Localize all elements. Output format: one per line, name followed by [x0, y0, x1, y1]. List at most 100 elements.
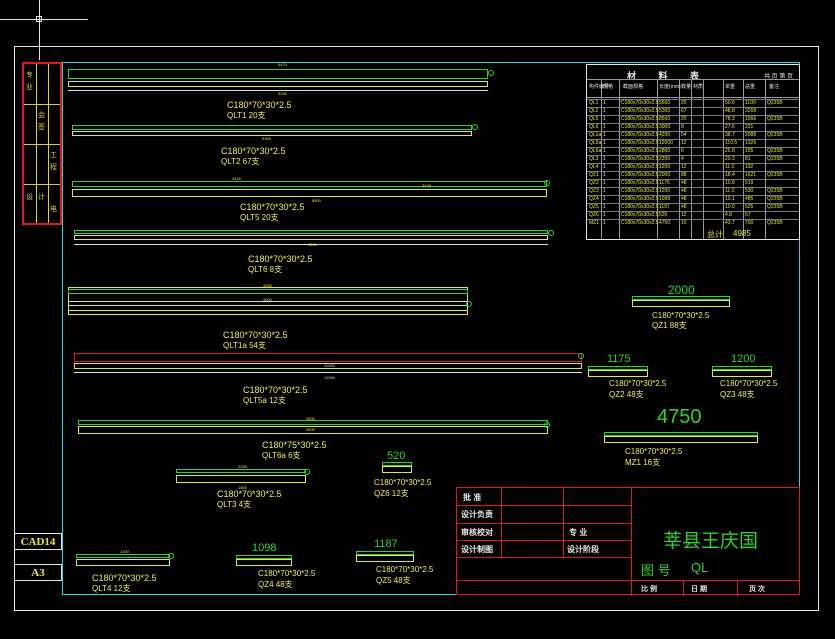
title-draw: 设计制图: [461, 545, 493, 554]
table-cell: Q235B: [767, 132, 783, 138]
table-cell: 1326: [745, 140, 757, 146]
table-cell: Q235B: [767, 220, 783, 226]
column-length-label: 1187: [374, 538, 398, 550]
table-cell: 48: [681, 204, 687, 210]
table-cell: 1: [603, 188, 606, 194]
table-cell: 78.3: [725, 116, 735, 122]
dimension-text: 1800: [238, 485, 247, 490]
table-cell: 10.8: [725, 180, 735, 186]
beam-spec-label: C180*70*30*2.5: [243, 385, 308, 395]
table-total-label: 总计: [707, 230, 723, 239]
table-cell: Q235B: [767, 172, 783, 178]
dimension-text: 5300: [262, 136, 271, 141]
table-cell: 5500: [659, 100, 671, 106]
table-header: 长度(mm): [659, 84, 681, 90]
column-length-label: 4750: [657, 406, 702, 428]
beam-drawing-qz4: [236, 555, 292, 567]
table-cell: C180x70x30x2.5: [621, 108, 659, 114]
beam-drawing-qlt4: 1200: [76, 549, 174, 569]
table-cell: 1621: [745, 172, 757, 178]
table-cell: 1: [603, 196, 606, 202]
table-cell: 485: [745, 196, 754, 202]
table-cell: 1: [603, 220, 606, 226]
table-cell: 4200: [659, 132, 671, 138]
beam-spec-label: C180*70*30*2.5: [92, 573, 157, 583]
table-cell: C180x70x30x2.5: [621, 116, 659, 122]
dimension-text: 2200: [238, 464, 247, 469]
table-cell: 43.7: [725, 220, 735, 226]
dimension-text: 10200: [324, 363, 336, 368]
table-cell: 18.4: [725, 172, 735, 178]
beam-qty-label: QLT5 20支: [240, 213, 279, 222]
table-cell: QZ6: [589, 212, 599, 218]
dimension-text: 8500: [312, 198, 321, 203]
column-length-label: 520: [387, 450, 406, 462]
table-cell: 57: [745, 212, 751, 218]
table-cell: 20.3: [725, 156, 735, 162]
dimension-text: 3426: [422, 183, 431, 188]
table-cell: 54: [681, 132, 687, 138]
cursor-crosshair-vertical: [39, 0, 40, 60]
beam-drawing-qlt6a: 3000 2800: [78, 416, 550, 439]
table-cell: C180x70x30x2.5: [621, 156, 659, 162]
signoff-text: 会: [38, 112, 45, 119]
beam-qty-label: MZ1 16支: [625, 458, 661, 467]
dimension-text: 1200: [120, 549, 129, 554]
table-cell: QL1: [589, 100, 599, 106]
beam-qty-label: QLT6 8支: [248, 265, 283, 274]
table-header: 规格: [603, 84, 614, 90]
table-cell: QL6: [589, 124, 599, 130]
table-cell: Q235B: [767, 196, 783, 202]
table-cell: 11.0: [725, 164, 735, 170]
beam-drawing-qz2: [588, 366, 648, 378]
title-stage: 设计阶段: [567, 545, 599, 554]
beam-spec-label: C180*70*30*2.5: [652, 311, 710, 320]
table-cell: 6: [681, 148, 684, 154]
table-cell: C180x70x30x2.5: [621, 196, 659, 202]
table-header: 构件编号: [589, 84, 610, 90]
table-cell: 1: [603, 124, 606, 130]
table-cell: 81: [745, 156, 751, 162]
dimension-text: 5470: [278, 62, 287, 67]
table-cell: 27.6: [725, 124, 735, 130]
project-name: 莘县王庆国: [663, 531, 759, 552]
beam-drawing-qlt5a: 10200 12000: [74, 351, 584, 381]
table-cell: C180x70x30x2.5: [621, 124, 659, 130]
drawing-outer-frame: [14, 46, 819, 611]
table-cell: 48.8: [725, 108, 735, 114]
title-page: 页 次: [749, 586, 765, 593]
beam-qty-label: QZ6 12支: [374, 489, 409, 498]
beam-qty-label: QLT1 20支: [227, 111, 266, 120]
table-cell: C180x70x30x2.5: [621, 172, 659, 178]
title-discipline: 专 业: [569, 528, 588, 537]
signoff-column: 专 业 会 签 工 程 设 计 电: [22, 62, 62, 225]
table-cell: 1: [603, 180, 606, 186]
signoff-text: 签: [38, 124, 45, 131]
table-cell: 4750: [659, 220, 671, 226]
table-cell: 1: [603, 148, 606, 154]
title-date: 日 期: [691, 586, 707, 593]
title-block: 批 准 设计负责 审核校对 设计制图 专 业 设计阶段 莘县王庆国 图 号 QL…: [456, 487, 800, 596]
beam-drawing-qlt5: 3426 3426 8500: [72, 176, 550, 203]
beam-drawing-mz1: [604, 432, 758, 444]
table-cell: 20: [681, 100, 687, 106]
cad-version-label: CAD14: [14, 533, 62, 550]
beam-spec-label: C180*70*30*2.5: [240, 202, 305, 212]
table-cell: 520: [659, 212, 668, 218]
beam-qty-label: QLT2 67支: [221, 157, 260, 166]
table-header: 总重: [745, 84, 756, 90]
table-cell: 1: [603, 100, 606, 106]
table-cell: 2800: [659, 148, 671, 154]
table-cell: 3000: [659, 124, 671, 130]
cursor-crosshair-horizontal: [0, 19, 88, 20]
table-cell: 12: [681, 212, 687, 218]
table-cell: 221: [745, 124, 754, 130]
table-cell: 8500: [659, 116, 671, 122]
table-cell: 67: [681, 108, 687, 114]
